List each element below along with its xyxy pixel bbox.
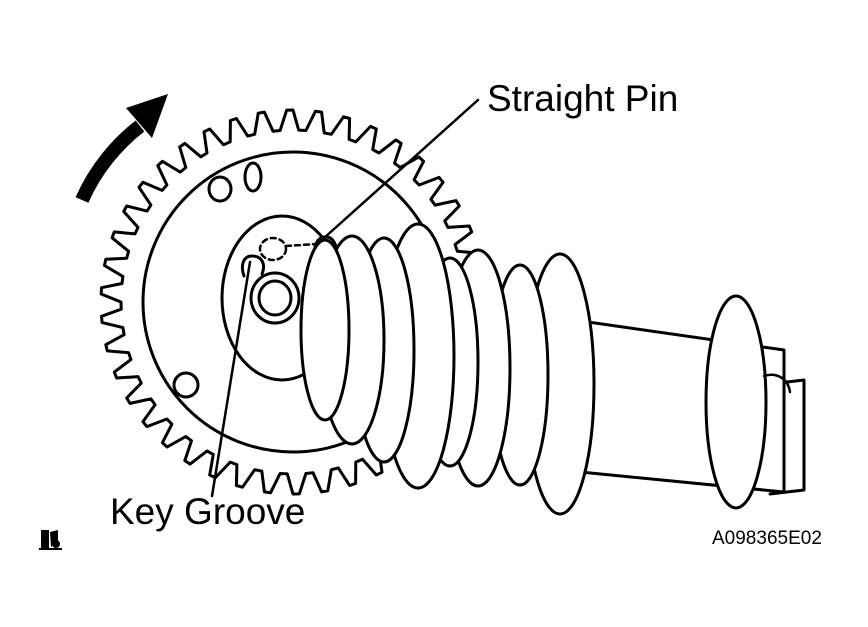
key-groove bbox=[240, 254, 266, 278]
key-groove-label: Key Groove bbox=[110, 491, 306, 532]
camshaft bbox=[299, 222, 806, 516]
hidden-pin-link bbox=[284, 242, 318, 248]
plate-slot bbox=[243, 161, 263, 193]
hidden-pin-outline bbox=[258, 236, 288, 262]
rotation-arrow-icon bbox=[75, 94, 168, 203]
leader-straight-pin bbox=[322, 98, 480, 240]
shaft-end bbox=[762, 373, 792, 394]
plate-hole bbox=[207, 175, 233, 203]
service-manual-icon bbox=[39, 530, 62, 550]
leader-key-groove bbox=[210, 260, 252, 498]
plate-hole bbox=[172, 371, 200, 399]
hub-bolt-hole-inner bbox=[257, 279, 293, 317]
figure-code: A098365E02 bbox=[712, 528, 822, 549]
straight-pin-label: Straight Pin bbox=[487, 78, 679, 119]
hub-bolt-hole bbox=[249, 271, 301, 325]
